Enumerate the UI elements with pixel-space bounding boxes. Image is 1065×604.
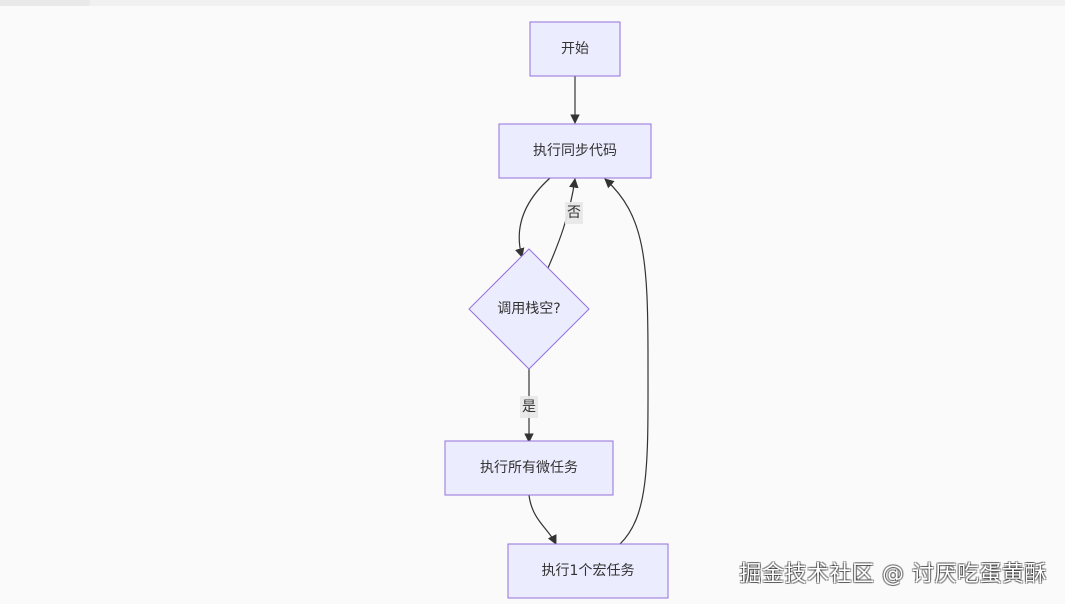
node-start-label: 开始: [561, 41, 589, 57]
node-sync-code-label: 执行同步代码: [533, 143, 617, 159]
edge-sync-to-decision: [515, 177, 551, 258]
node-start: 开始: [529, 21, 621, 77]
edge-label-yes: 是: [520, 396, 538, 418]
watermark: 掘金技术社区 @ 讨厌吃蛋黄酥: [739, 562, 1047, 587]
edge-label-no-text: 否: [567, 205, 581, 221]
top-tab: [0, 0, 90, 6]
edge-macrotask-to-sync: [604, 178, 649, 545]
edge-label-yes-text: 是: [522, 399, 536, 415]
edge-decision-to-sync-no: [547, 178, 579, 269]
node-macrotask: 执行1个宏任务: [507, 543, 669, 599]
node-decision-label: 调用栈空?: [497, 301, 560, 317]
edge-label-no: 否: [565, 202, 583, 224]
top-strip: [0, 0, 1065, 6]
node-decision: 调用栈空?: [468, 248, 590, 370]
node-macrotask-label: 执行1个宏任务: [542, 563, 635, 579]
node-microtasks: 执行所有微任务: [444, 440, 614, 496]
node-sync-code: 执行同步代码: [498, 123, 652, 179]
edge-microtasks-to-macrotask: [528, 494, 557, 545]
node-microtasks-label: 执行所有微任务: [480, 460, 578, 476]
